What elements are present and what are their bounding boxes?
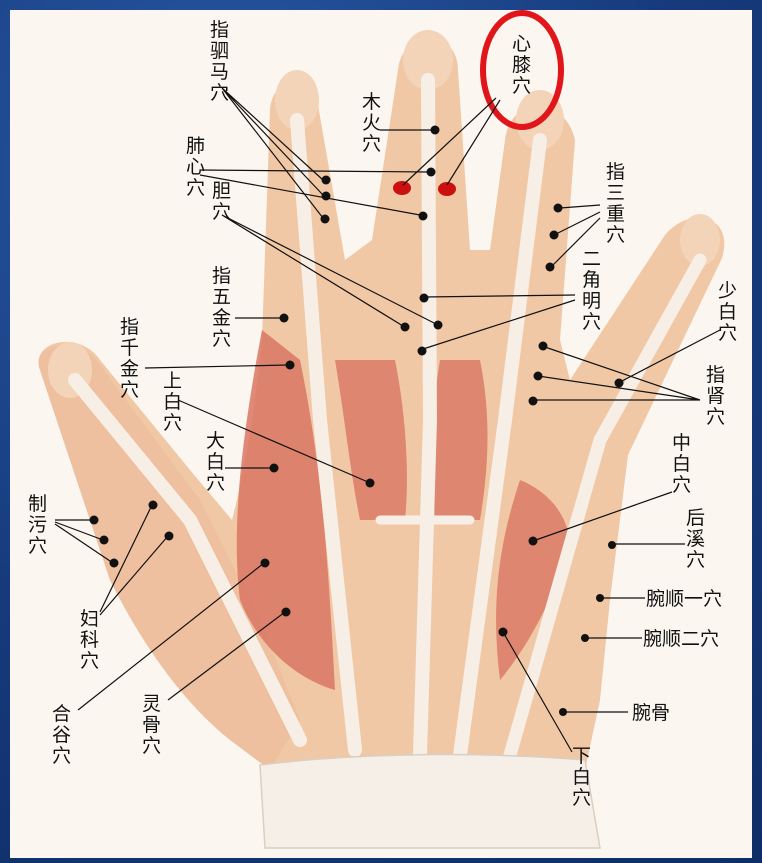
label-zhi-qian-jin: 指千金穴 bbox=[120, 316, 139, 401]
point-zhi-wu-2 bbox=[100, 536, 109, 545]
label-fei-xin: 肺心穴 bbox=[186, 135, 205, 199]
label-shang-bai: 上白穴 bbox=[163, 370, 182, 434]
point-ling-gu bbox=[282, 608, 291, 617]
point-zhong-bai bbox=[529, 537, 538, 546]
point-fu-ke-2 bbox=[165, 532, 174, 541]
point-fei-xin-1 bbox=[427, 168, 436, 177]
label-hou-xi: 后溪穴 bbox=[686, 507, 705, 571]
point-zhi-wu-3 bbox=[110, 559, 119, 568]
point-wan-shun-yi bbox=[596, 594, 604, 602]
point-dan-2 bbox=[434, 321, 443, 330]
label-ling-gu: 灵骨穴 bbox=[142, 693, 161, 757]
point-xia-bai bbox=[499, 628, 508, 637]
label-da-bai: 大白穴 bbox=[206, 430, 225, 494]
hand-acupoint-diagram: 指驷马穴 肺心穴 胆穴 木火穴 心膝穴 指三重穴 二角明穴 指五金穴 指千金穴 … bbox=[10, 10, 752, 858]
label-zhi-wu-jin: 指五金穴 bbox=[212, 265, 231, 350]
point-zhi-wu-1 bbox=[90, 516, 99, 525]
point-zhi-si-ma-1 bbox=[322, 176, 331, 185]
point-er-jiao-ming-1 bbox=[420, 294, 429, 303]
label-wan-shun-er: 腕顺二穴 bbox=[643, 628, 719, 650]
label-zhong-bai: 中白穴 bbox=[672, 432, 691, 496]
point-shao-bai bbox=[615, 379, 624, 388]
point-zhi-san-chong-2 bbox=[550, 231, 559, 240]
point-zhi-san-chong-3 bbox=[546, 263, 555, 272]
point-fei-xin-2 bbox=[419, 212, 428, 221]
label-zhi-shen: 指肾穴 bbox=[706, 364, 725, 428]
point-wan-shun-er bbox=[581, 634, 589, 642]
label-mu-huo: 木火穴 bbox=[362, 91, 381, 155]
point-dan-1 bbox=[401, 323, 410, 332]
label-he-gu: 合谷穴 bbox=[52, 703, 71, 767]
point-wan-gu bbox=[559, 708, 567, 716]
label-er-jiao-ming: 二角明穴 bbox=[582, 248, 601, 333]
label-shao-bai: 少白穴 bbox=[718, 280, 737, 344]
point-zhi-shen-3 bbox=[529, 397, 538, 406]
label-zhi-si-ma: 指驷马穴 bbox=[210, 19, 229, 104]
point-zhi-si-ma-3 bbox=[321, 215, 330, 224]
point-zhi-qian-jin bbox=[286, 361, 295, 370]
point-he-gu bbox=[261, 559, 270, 568]
point-fu-ke-1 bbox=[149, 501, 158, 510]
point-er-jiao-ming-2 bbox=[418, 347, 427, 356]
point-zhi-shen-1 bbox=[539, 342, 548, 351]
point-mu-huo bbox=[431, 126, 440, 135]
wrist-band bbox=[260, 755, 600, 848]
label-wan-gu: 腕骨 bbox=[632, 702, 670, 724]
point-zhi-shen-2 bbox=[534, 372, 543, 381]
label-dan: 胆穴 bbox=[212, 180, 231, 223]
point-zhi-si-ma-2 bbox=[322, 192, 331, 201]
label-xia-bai: 下白穴 bbox=[572, 745, 591, 809]
point-hou-xi bbox=[608, 541, 616, 549]
diagram-panel: 指驷马穴 肺心穴 胆穴 木火穴 心膝穴 指三重穴 二角明穴 指五金穴 指千金穴 … bbox=[10, 10, 752, 858]
point-shang-bai bbox=[366, 479, 375, 488]
label-fu-ke: 妇科穴 bbox=[80, 608, 99, 672]
point-da-bai bbox=[270, 464, 279, 473]
muscle-ring-dorsal bbox=[432, 360, 488, 520]
point-zhi-san-chong-1 bbox=[554, 204, 563, 213]
xin-xi-point-left bbox=[393, 181, 411, 195]
point-zhi-wu-jin bbox=[280, 314, 289, 323]
label-wan-shun-yi: 腕顺一穴 bbox=[646, 588, 722, 610]
label-zhi-wu: 制污穴 bbox=[28, 493, 47, 557]
label-xin-xi: 心膝穴 bbox=[512, 33, 531, 97]
label-zhi-san-chong: 指三重穴 bbox=[606, 161, 625, 246]
